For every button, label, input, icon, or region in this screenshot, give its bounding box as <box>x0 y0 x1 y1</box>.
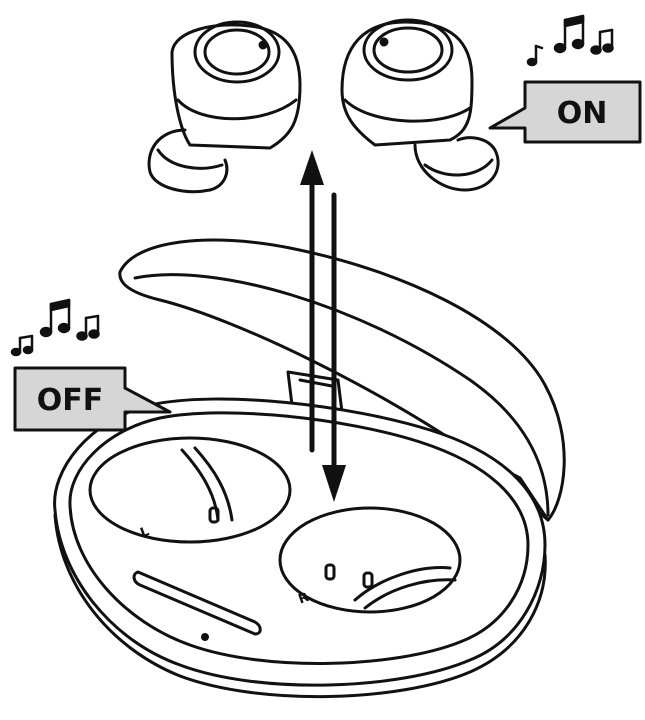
off-callout <box>13 366 172 432</box>
right-earbud <box>340 18 500 192</box>
on-label: ON <box>557 96 608 131</box>
off-label: OFF <box>37 383 104 418</box>
on-callout <box>488 80 642 144</box>
up-arrow-head <box>300 150 324 185</box>
case-base <box>53 397 547 699</box>
music-notes-icon <box>10 298 100 357</box>
music-notes-icon <box>526 14 614 67</box>
case-right-mark: R <box>297 590 312 608</box>
down-arrow-head <box>322 465 346 502</box>
up-down-arrows <box>300 150 346 502</box>
left-earbud <box>147 20 302 194</box>
